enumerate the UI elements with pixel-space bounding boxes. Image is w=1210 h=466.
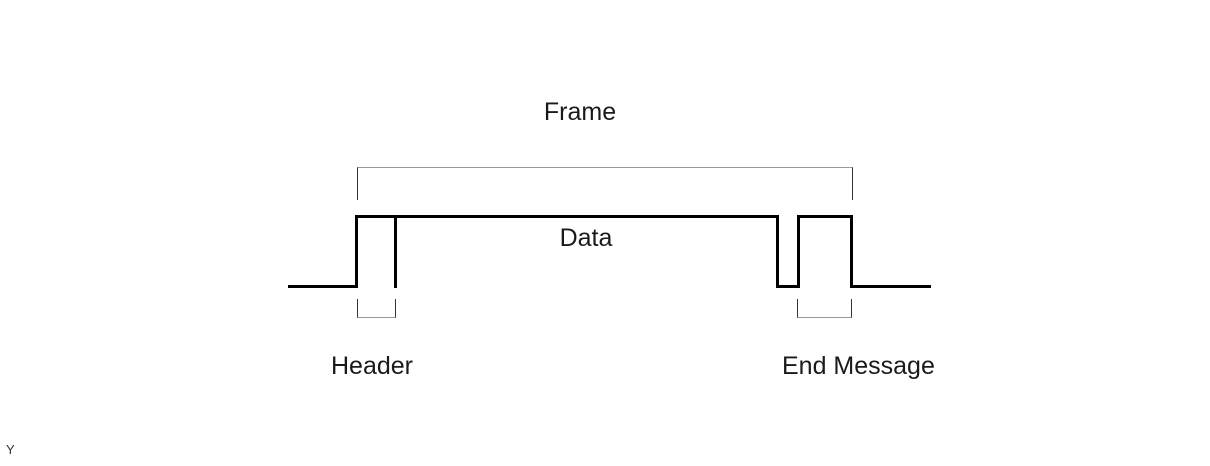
- end-message-top-line: [797, 215, 853, 218]
- end-message-label: End Message: [782, 352, 935, 380]
- end-message-span-bracket: [797, 299, 852, 318]
- data-falling-edge: [776, 215, 779, 288]
- end-message-falling-edge: [850, 215, 853, 288]
- frame-label: Frame: [543, 98, 617, 126]
- signal-top-line: [355, 215, 779, 218]
- signal-baseline-middle: [776, 285, 800, 288]
- signal-baseline-right: [850, 285, 931, 288]
- header-span-bracket: [357, 299, 396, 318]
- header-data-divider: [394, 215, 397, 288]
- signal-baseline-left: [288, 285, 358, 288]
- data-label: Data: [559, 224, 613, 252]
- frame-span-bracket: [357, 167, 853, 200]
- header-label: Header: [331, 352, 413, 380]
- end-message-rising-edge: [797, 215, 800, 288]
- header-pulse-rising-edge: [355, 215, 358, 288]
- corner-y-label: Y: [6, 442, 15, 457]
